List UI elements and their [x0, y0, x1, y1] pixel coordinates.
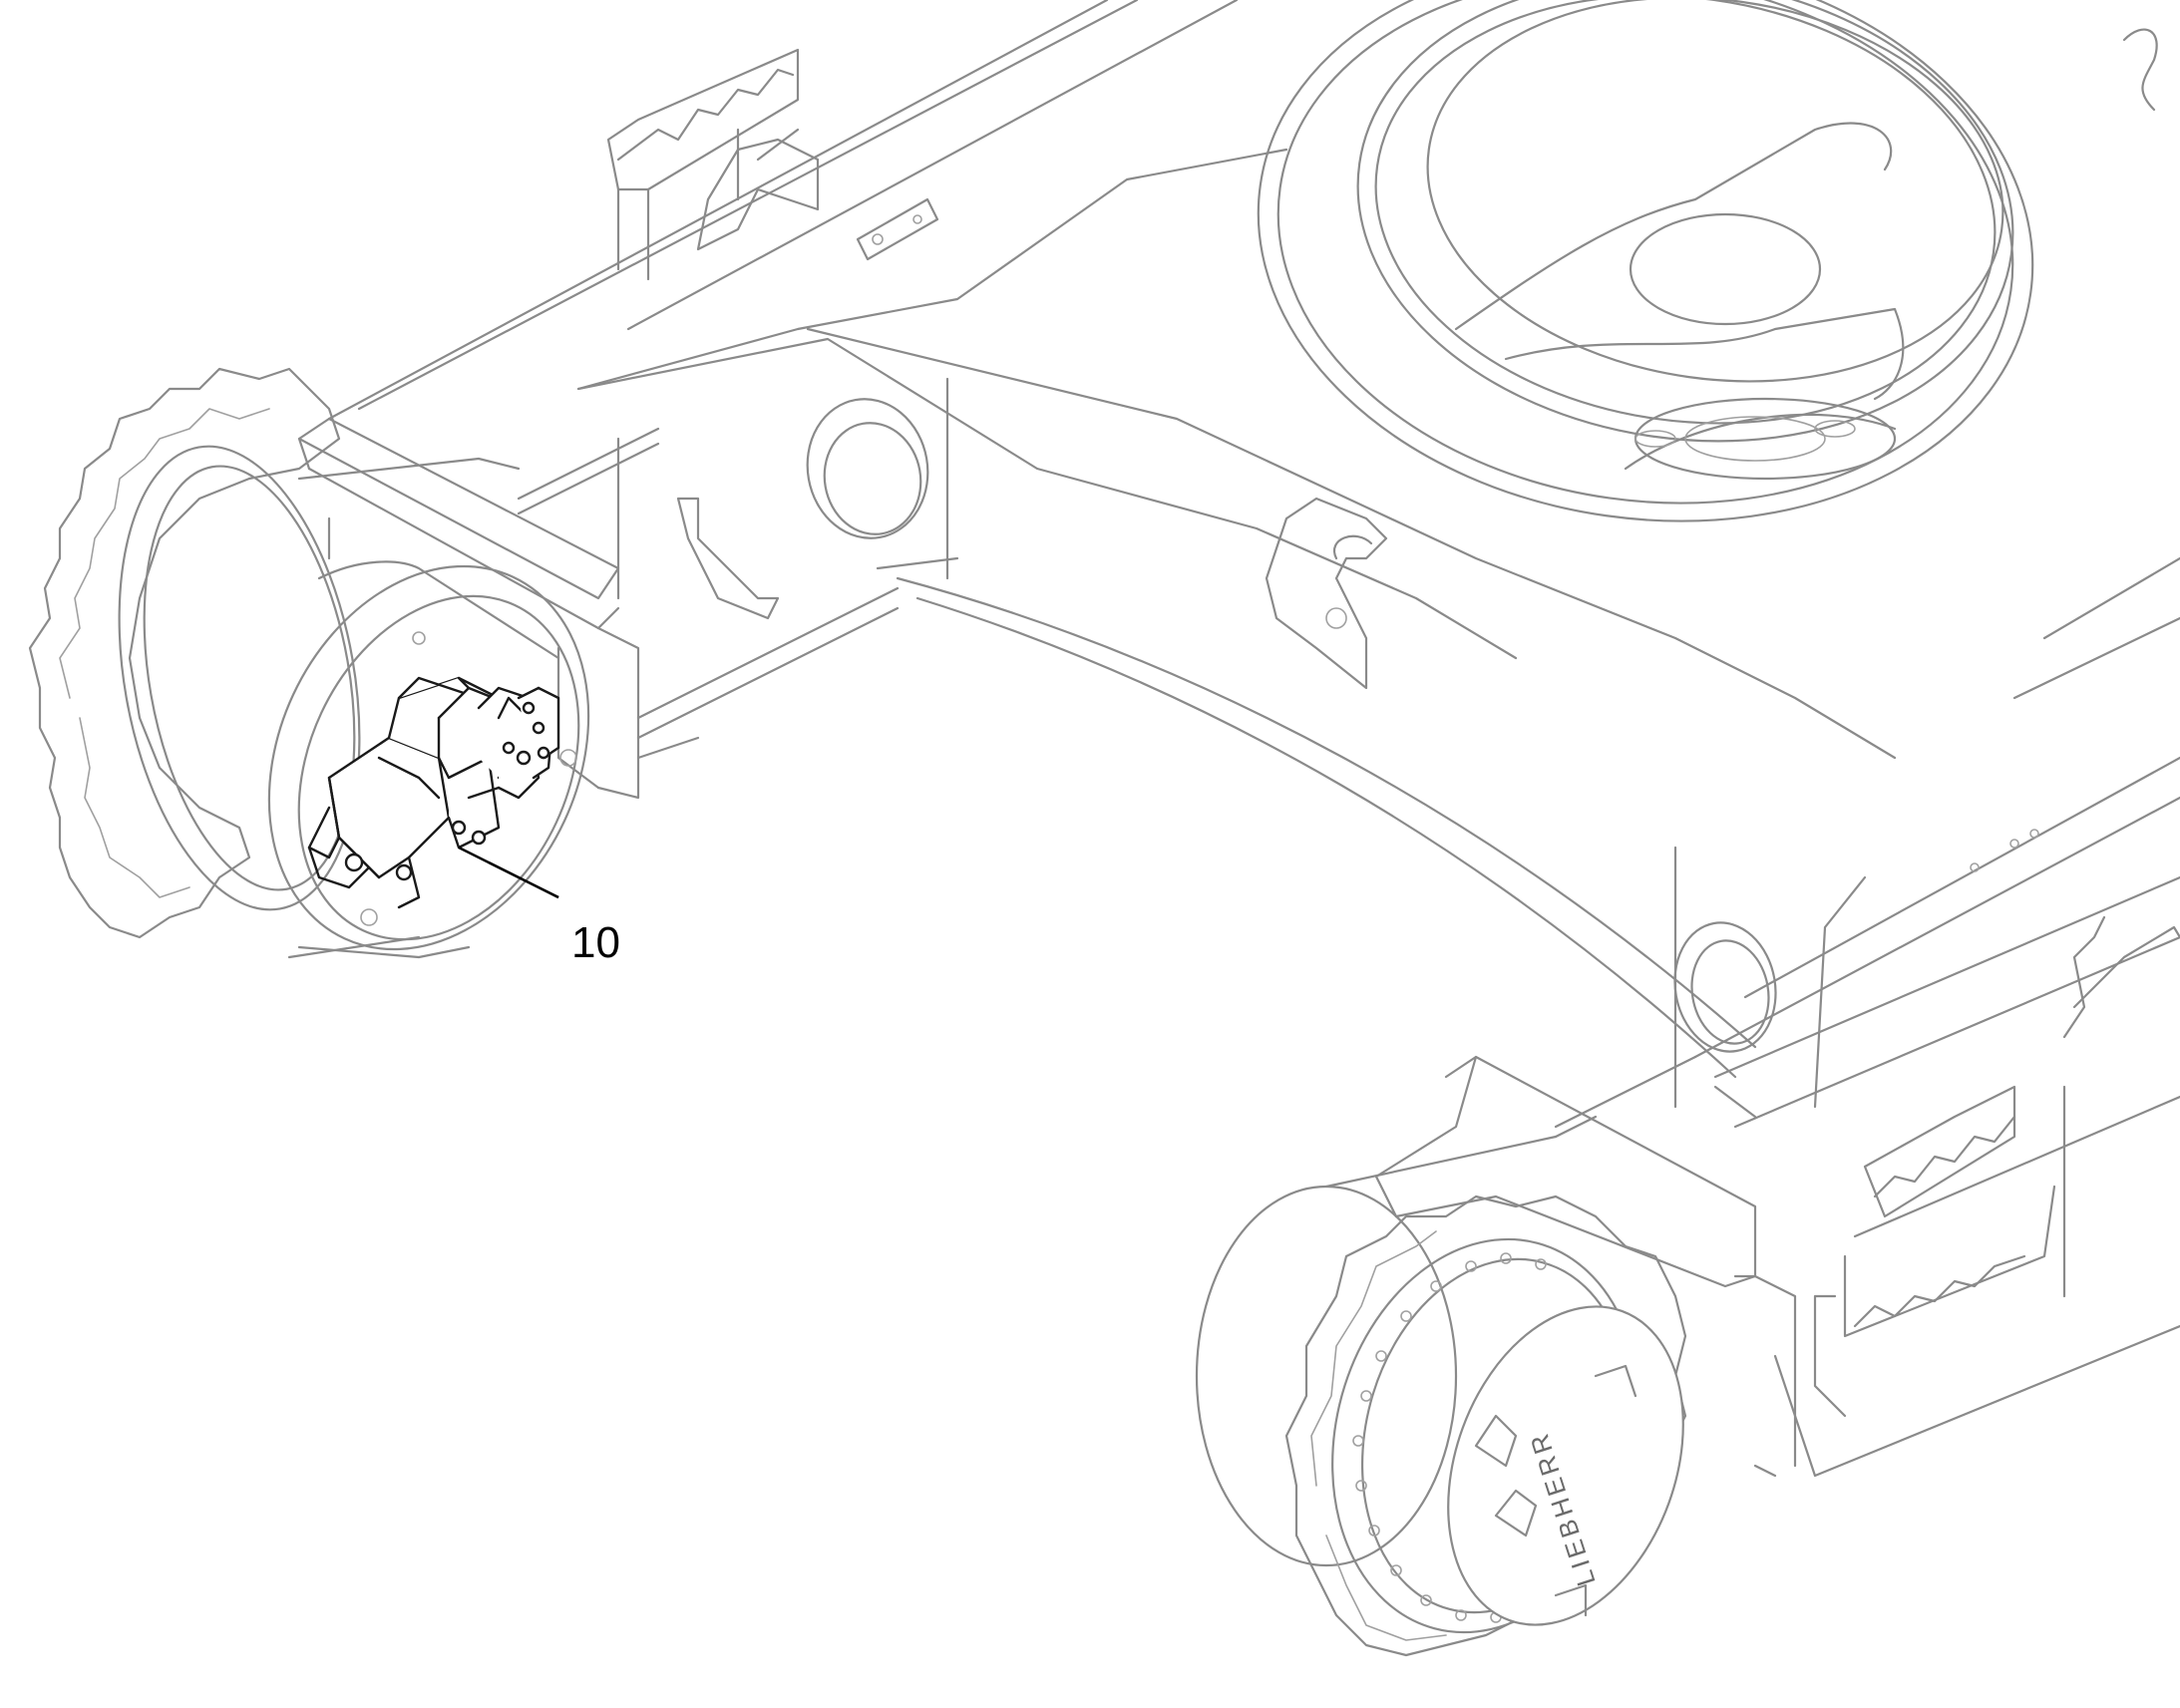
sprocket-bolt-circle	[1352, 1252, 1547, 1623]
carbody-frame	[327, 0, 2180, 1478]
travel-motor	[307, 676, 560, 909]
left-step-plate	[606, 48, 820, 281]
callout-10: 10	[458, 846, 620, 967]
left-track-frame	[297, 417, 900, 800]
callout-label: 10	[571, 918, 620, 967]
callout-leader-line-b	[488, 860, 559, 899]
left-sprocket	[28, 367, 521, 959]
swing-ring	[1257, 0, 2158, 522]
right-sprocket: LIEBHERR	[1284, 1195, 1687, 1657]
left-motor-housing	[267, 560, 590, 959]
right-track-frame	[1195, 915, 2180, 1567]
cross-beam-details	[806, 197, 1777, 1053]
